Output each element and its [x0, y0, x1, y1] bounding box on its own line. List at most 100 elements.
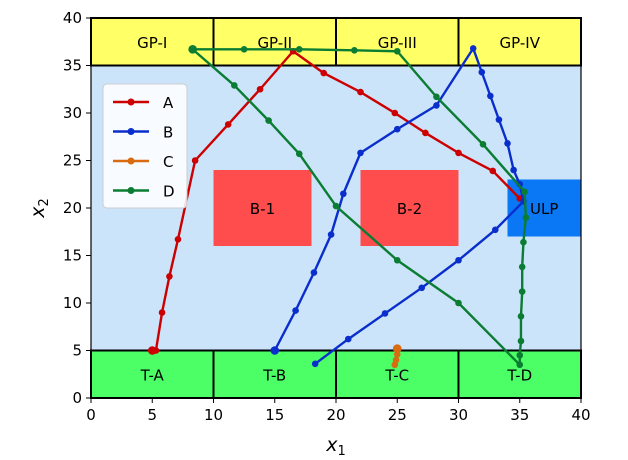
legend-label-a: A [163, 94, 174, 112]
y-tick-label: 5 [72, 342, 82, 360]
series-a-point [455, 149, 462, 157]
series-d-point [265, 117, 272, 124]
series-d-point [332, 202, 340, 210]
region-label-b-2: B-2 [397, 200, 422, 218]
region-gp-i [90, 17, 215, 67]
series-d-point [517, 337, 525, 345]
x-axis-label: x1 [325, 434, 346, 459]
region-label-gp-ii: GP-II [257, 34, 292, 52]
x-tick-label: 0 [86, 406, 96, 424]
series-a-point [256, 85, 264, 93]
series-layer [147, 45, 530, 369]
series-c-point [391, 361, 399, 369]
series-b-point [469, 45, 477, 52]
x-tick-label: 35 [510, 406, 529, 424]
x-tick-label: 20 [326, 406, 345, 424]
y-tick-label: 35 [63, 57, 82, 75]
series-d-point [518, 263, 526, 271]
x-tick-label: 15 [265, 406, 284, 424]
series-d-point [455, 299, 462, 307]
y-tick-label: 30 [63, 104, 82, 122]
series-d-point [231, 82, 238, 89]
series-a-point [489, 167, 497, 175]
region-gp-iv [457, 17, 582, 67]
series-d-point [393, 47, 401, 55]
x-tick-label: 40 [571, 406, 590, 424]
series-b-point [495, 116, 503, 123]
region-label-ulp: ULP [530, 200, 558, 218]
series-d-point [520, 238, 527, 246]
series-d-point [393, 256, 401, 264]
series-a-point [422, 129, 429, 137]
series-a-point [158, 309, 166, 316]
series-d-point [479, 141, 487, 148]
region-gp-iii [335, 17, 460, 67]
legend-marker-c [127, 157, 135, 165]
y-axis-label: x2 [27, 198, 52, 219]
series-b-point [292, 307, 299, 314]
region-label-gp-iv: GP-IV [500, 34, 541, 52]
series-d-start-marker [188, 45, 197, 54]
region-label-b-1: B-1 [250, 200, 275, 218]
series-b-point [311, 360, 319, 368]
series-a-point [391, 109, 399, 117]
y-tick-label: 10 [63, 294, 82, 312]
x-tick-label: 30 [449, 406, 468, 424]
series-b-point [357, 149, 364, 157]
series-c-start-marker [392, 344, 402, 353]
legend-marker-a [127, 98, 135, 106]
series-b-point [418, 284, 426, 292]
series-b-point [455, 256, 462, 264]
legend-label-d: D [163, 183, 175, 201]
legend-box [102, 83, 188, 209]
series-a-point [174, 236, 182, 243]
series-c-point [393, 351, 401, 358]
regions-layer [90, 17, 582, 399]
series-a-point [166, 273, 173, 280]
series-b-point [310, 269, 318, 276]
y-tick-label: 0 [72, 389, 82, 407]
series-d-point [517, 313, 525, 320]
series-b-point [433, 102, 440, 109]
series-b-point [487, 92, 494, 100]
series-a-point [224, 121, 232, 128]
series-d-point [522, 214, 530, 221]
series-d-point [351, 47, 358, 54]
series-d-point [518, 288, 526, 295]
y-tick-label: 40 [63, 9, 82, 27]
series-d-point [516, 351, 524, 359]
y-tick-label: 25 [63, 152, 82, 170]
legend-label-c: C [163, 153, 173, 171]
series-d-point [295, 46, 303, 53]
legend-label-b: B [163, 124, 173, 142]
series-a-point [320, 69, 328, 77]
series-d-point [433, 93, 440, 101]
series-d-point [240, 46, 248, 53]
x-tick-label: 10 [204, 406, 223, 424]
series-b-point [327, 231, 335, 238]
series-b-line [273, 47, 525, 365]
series-b-start-marker [270, 346, 280, 355]
series-d-point [521, 188, 528, 196]
series-d-point [516, 361, 524, 369]
series-b-point [504, 140, 511, 147]
series-b-point [478, 68, 486, 76]
region-label-t-b: T-B [262, 366, 286, 384]
y-tick-label: 20 [63, 199, 82, 217]
series-b-point [381, 310, 389, 317]
series-b-point [344, 335, 352, 343]
legend-marker-d [127, 187, 135, 194]
y-tick-label: 15 [63, 247, 82, 265]
series-d-point [295, 150, 303, 158]
series-a-point [191, 157, 199, 164]
series-a-line [151, 50, 521, 352]
region-b-1 [213, 170, 312, 246]
series-a-start-marker [147, 346, 157, 355]
region-b-2 [360, 170, 459, 246]
series-b-point [510, 166, 517, 174]
series-b-point [491, 226, 499, 234]
